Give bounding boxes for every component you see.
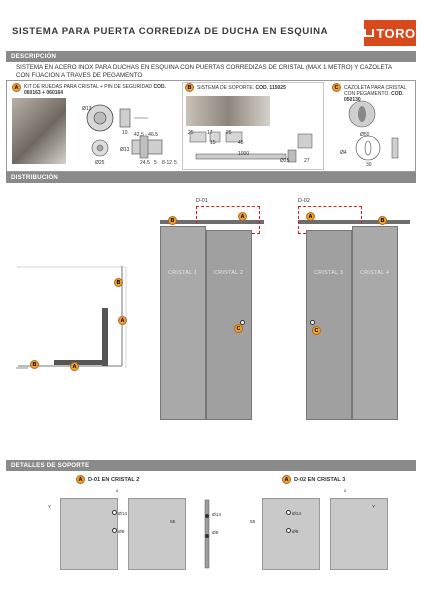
component-a-cod-label: COD. xyxy=(153,84,166,90)
component-b-label: SISTEMA DE SOPORTE. COD. 115025 xyxy=(197,85,286,91)
component-c-text: CAZOLETA PARA CRISTAL CON PEGAMENTO. xyxy=(344,85,407,97)
dim-a-9: 5 xyxy=(174,160,177,166)
d02-cazoleta xyxy=(310,320,315,325)
component-a-text: KIT DE RUEDAS PARA CRISTAL + PIN DE SEGU… xyxy=(24,84,153,90)
detail-left-badge: A xyxy=(76,475,85,484)
dim-a-7: 5 xyxy=(154,160,157,166)
label-cristal-4: CRISTAL 4 xyxy=(360,270,390,276)
dim-a-1: Ø13 xyxy=(82,106,92,112)
d02-badge-c: C xyxy=(312,326,321,335)
dim-a-4: 42.5 - 46.5 xyxy=(134,132,158,138)
dim-b-2: 17 xyxy=(207,130,213,136)
page-footer xyxy=(0,590,424,600)
section-bar-descripcion: DESCRIPCIÓN xyxy=(6,51,416,62)
label-d02: D-02 xyxy=(298,198,310,204)
section-bar-detalles: DETALLES DE SOPORTE xyxy=(6,460,416,471)
detail-left-glass-b xyxy=(128,498,186,570)
dim-c-1: Ø50 xyxy=(360,132,370,138)
toro-logo: TORO xyxy=(364,20,416,46)
d02-badge-a: A xyxy=(306,212,315,221)
rail-d02 xyxy=(298,220,410,224)
detail-section-view xyxy=(204,499,210,569)
label-cristal-3: CRISTAL 3 xyxy=(314,270,344,276)
detail-right-y: Y xyxy=(372,505,376,510)
logo-text: TORO xyxy=(376,25,416,41)
detail-right-hole-bottom xyxy=(286,528,291,533)
detail-center-d8: Ø8 xyxy=(212,531,219,536)
label-cristal-1: CRISTAL 1 xyxy=(168,270,198,276)
plan-badge-a-vertical: A xyxy=(118,316,127,325)
glass-cristal-2 xyxy=(206,230,252,420)
dim-a-6: 24.5 xyxy=(140,160,150,166)
page-title: SISTEMA PARA PUERTA CORREDIZA DE DUCHA E… xyxy=(12,26,329,37)
label-cristal-2: CRISTAL 2 xyxy=(214,270,244,276)
detail-left-glass-a xyxy=(60,498,118,570)
kit-ruedas-photo xyxy=(12,98,66,164)
detail-right-hole-top xyxy=(286,510,291,515)
kit-ruedas-drawing xyxy=(86,104,163,159)
section-bar-distribucion: DISTRIBUCIÓN xyxy=(6,172,416,183)
dim-b-3: 25 xyxy=(226,130,232,136)
cart-icon xyxy=(364,29,375,37)
glass-cristal-1 xyxy=(160,226,206,420)
detail-right-glass-a xyxy=(262,498,320,570)
dim-b-5: 45 xyxy=(238,140,244,146)
label-d01: D-01 xyxy=(196,198,208,204)
component-a-label: KIT DE RUEDAS PARA CRISTAL + PIN DE SEGU… xyxy=(24,84,174,96)
description-text: SISTEMA EN ACERO INOX PARA DUCHAS EN ESQ… xyxy=(16,64,392,79)
soporte-photo xyxy=(186,96,270,126)
detail-left-d8: Ø8 xyxy=(118,530,125,535)
detail-center-d14: Ø14 xyxy=(212,513,222,518)
dim-b-4: 15 xyxy=(210,140,216,146)
detail-left-hole-bottom xyxy=(112,528,117,533)
d02-badge-b: B xyxy=(378,216,387,225)
detail-right-x: x xyxy=(344,489,347,494)
dim-b-1: 25 xyxy=(188,130,194,136)
dim-a-8: 8-12 xyxy=(162,160,173,166)
d01-badge-a: A xyxy=(238,212,247,221)
detail-left-y: Y xyxy=(48,505,52,510)
badge-c: C xyxy=(332,83,341,92)
rail-d01 xyxy=(160,220,264,224)
component-a-codes: 060163 + 060164 xyxy=(24,90,64,96)
glass-cristal-4 xyxy=(352,226,398,420)
plan-badge-b-horizontal: B xyxy=(30,360,39,369)
plan-badge-a-horizontal: A xyxy=(70,362,79,371)
d01-cazoleta xyxy=(240,320,245,325)
detail-right-55: 55 xyxy=(250,520,256,525)
detail-left-title: D-01 EN CRISTAL 2 xyxy=(88,477,140,483)
dim-b-8: 27 xyxy=(304,158,310,164)
component-c-cod: COD. 050130 xyxy=(344,91,404,103)
detail-right-title: D-02 EN CRISTAL 3 xyxy=(294,477,346,483)
detail-left-hole-top xyxy=(112,510,117,515)
d01-badge-b: B xyxy=(168,216,177,225)
dim-c-3: 30 xyxy=(366,162,372,168)
detail-left-x: x xyxy=(116,489,119,494)
component-c-label: CAZOLETA PARA CRISTAL CON PEGAMENTO. COD… xyxy=(344,85,414,103)
badge-b: B xyxy=(185,83,194,92)
detail-right-badge: A xyxy=(282,475,291,484)
glass-cristal-3 xyxy=(306,230,352,420)
cazoleta-drawing xyxy=(348,100,399,161)
dim-b-7: Ø25 xyxy=(280,158,290,164)
detail-left-d14: Ø14 xyxy=(118,512,128,517)
detail-right-d14: Ø14 xyxy=(292,512,302,517)
dim-b-6: 1000 xyxy=(238,151,250,157)
dim-a-2: 10 xyxy=(122,130,128,136)
component-b-cod: COD. 115025 xyxy=(255,85,286,91)
detail-right-glass-b xyxy=(330,498,388,570)
d01-badge-c: C xyxy=(234,324,243,333)
detail-left-55: 55 xyxy=(170,520,176,525)
component-b-text: SISTEMA DE SOPORTE. xyxy=(197,85,255,91)
detail-right-d8: Ø8 xyxy=(292,530,299,535)
soporte-drawing xyxy=(189,131,313,163)
dim-c-2: Ø4 xyxy=(340,150,347,156)
dim-a-3: Ø25 xyxy=(95,160,105,166)
plan-badge-b-vertical: B xyxy=(114,278,123,287)
dim-a-5: Ø13 xyxy=(120,147,130,153)
badge-a: A xyxy=(12,83,21,92)
